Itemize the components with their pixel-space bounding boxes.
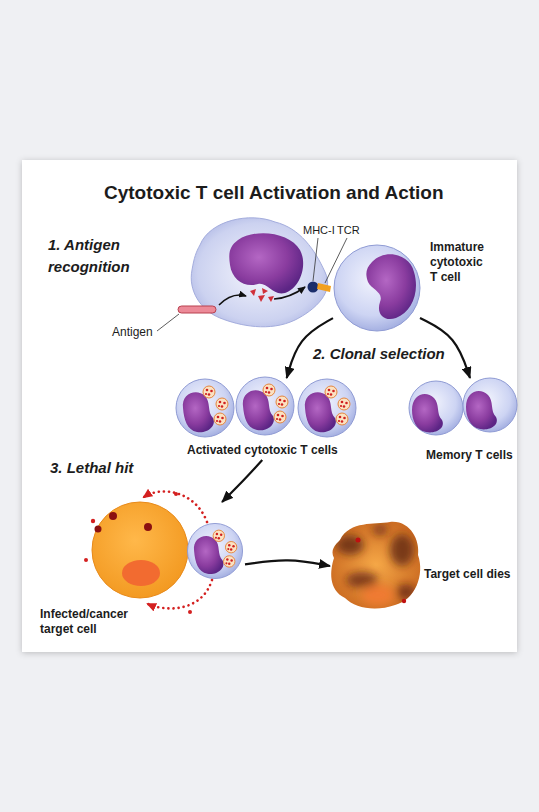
process-arrow xyxy=(274,287,305,299)
surface-marker xyxy=(95,526,102,533)
cell-label: Activated cytotoxic T cells xyxy=(187,443,338,458)
mhc-molecule xyxy=(308,282,319,293)
connector-group xyxy=(222,318,470,566)
antigen-fragment xyxy=(268,296,274,302)
activated-t-cell xyxy=(236,377,294,435)
damage-patch xyxy=(336,535,364,555)
step-heading: 2. Clonal selection xyxy=(313,344,445,363)
immature-t-cell: Immature cytotoxic T cell xyxy=(333,245,420,331)
surface-marker xyxy=(109,512,117,520)
step-heading: 3. Lethal hit xyxy=(50,458,133,477)
leader-line xyxy=(313,238,318,281)
granzyme-dot xyxy=(188,610,192,614)
cell-nucleus xyxy=(362,585,394,605)
cell-label: Target cell dies xyxy=(424,567,510,582)
part-label: TCR xyxy=(337,223,360,237)
activated-cells: Activated cytotoxic T cells xyxy=(172,378,360,460)
memory-cells: Memory T cells xyxy=(405,378,518,462)
cell-label: Infected/cancer target cell xyxy=(40,607,140,637)
activated-t-cell xyxy=(176,379,234,437)
target-cell xyxy=(92,502,188,598)
granzyme-release xyxy=(144,491,207,522)
part-label: Antigen xyxy=(112,325,153,340)
diagram-title: Cytotoxic T cell Activation and Action xyxy=(104,181,444,205)
cell-damage xyxy=(336,524,416,605)
dead-cell xyxy=(331,522,420,609)
killer-t-cell xyxy=(187,523,242,578)
cell-nucleus xyxy=(122,560,160,586)
cell-nucleus xyxy=(366,254,416,319)
cell-nucleus xyxy=(229,233,303,293)
granzyme-dot xyxy=(402,599,406,603)
damage-patch xyxy=(396,584,416,600)
leader-line xyxy=(157,314,179,331)
part-label: MHC-I xyxy=(303,223,335,237)
granzyme-dot xyxy=(91,519,95,523)
antigen-fragment xyxy=(258,295,265,302)
tcr-receptor xyxy=(317,283,331,292)
granzyme-dot xyxy=(356,538,361,543)
card-background xyxy=(22,160,517,652)
activated-t-cell xyxy=(298,379,356,437)
granzyme-dot xyxy=(84,558,88,562)
process-arrow xyxy=(219,295,246,305)
damage-patch xyxy=(372,524,388,536)
damage-patch xyxy=(390,534,414,566)
flow-arrow xyxy=(222,460,262,502)
dead-cell: Target cell dies xyxy=(330,520,422,612)
flow-arrow xyxy=(245,560,330,566)
memory-t-cell xyxy=(463,378,517,432)
granzyme-release xyxy=(148,580,212,608)
target-cell: Infected/cancer target cell xyxy=(92,502,245,598)
granzyme-dot xyxy=(174,492,178,496)
antigen-fragment xyxy=(250,289,256,296)
cell-label: Memory T cells xyxy=(426,448,513,463)
step-heading: 1. Antigen recognition xyxy=(48,234,148,278)
antigen-fragment xyxy=(262,288,268,294)
cell-damage xyxy=(336,524,416,605)
surface-marker xyxy=(144,523,152,531)
memory-t-cell xyxy=(409,381,463,435)
t-cell xyxy=(334,245,420,331)
antigen-rod xyxy=(178,306,216,313)
cell-label: Immature cytotoxic T cell xyxy=(430,240,490,285)
